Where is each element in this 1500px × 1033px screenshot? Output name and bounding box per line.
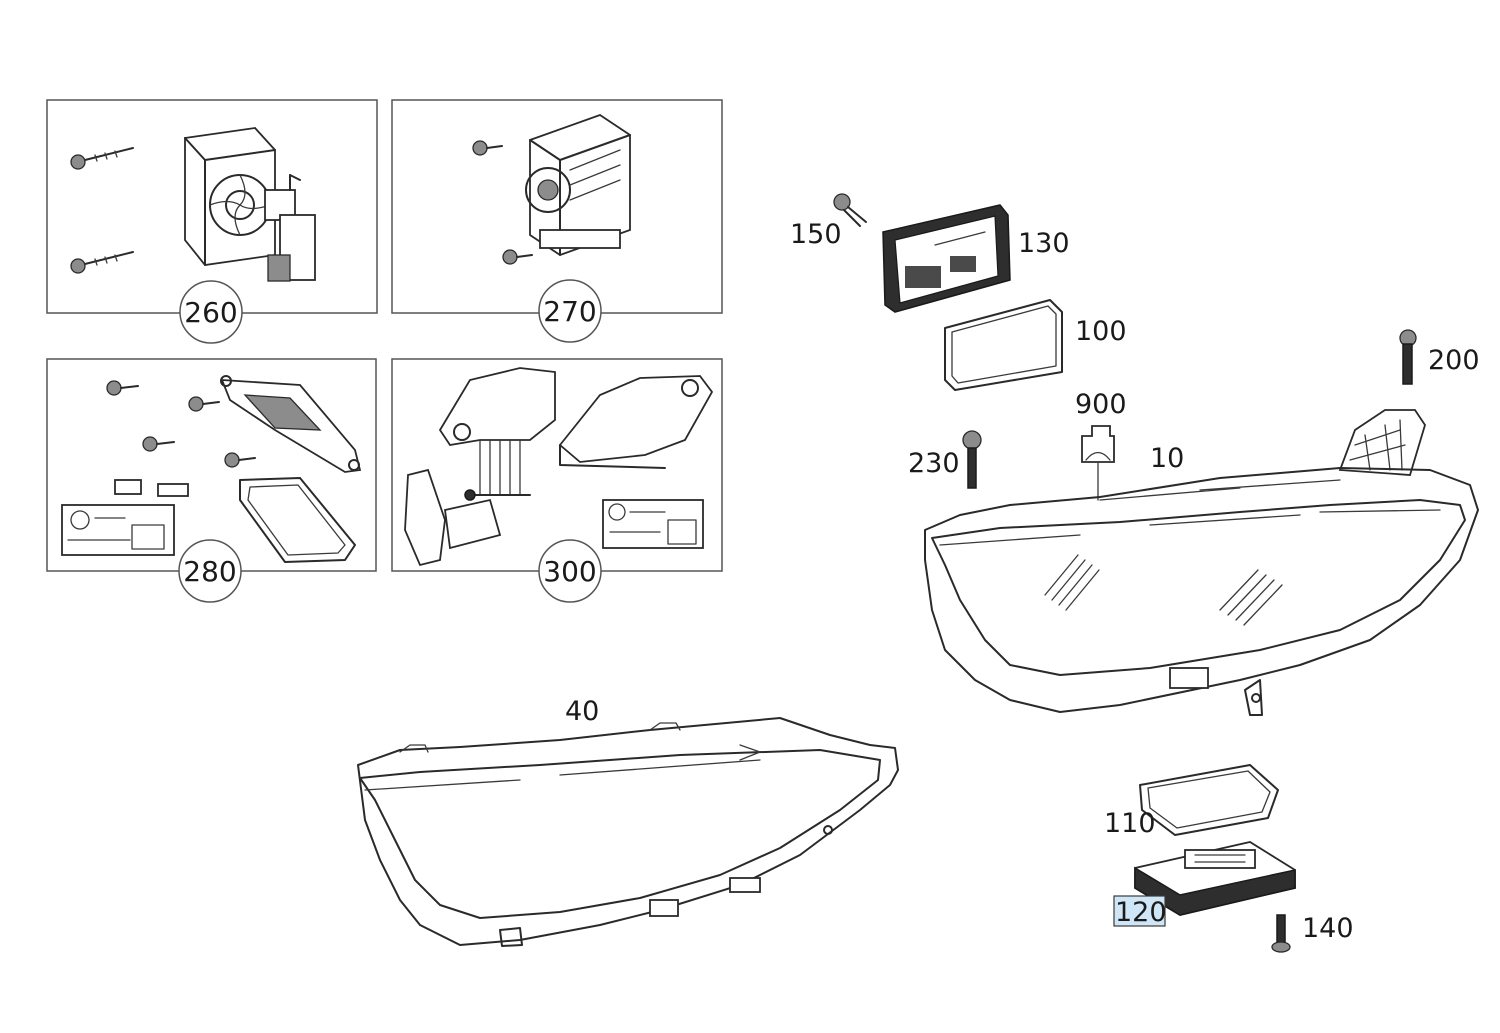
actuator-icon <box>525 114 631 256</box>
control-unit-130-icon <box>882 204 1011 313</box>
fan-icon <box>184 127 316 282</box>
label-150: 150 <box>790 219 842 250</box>
label-120: 120 <box>1115 897 1167 928</box>
inset-280: 280 <box>46 358 377 603</box>
inset-300: 300 <box>391 358 723 603</box>
label-100: 100 <box>1075 316 1127 347</box>
module-120-icon <box>1134 841 1296 916</box>
label-230: 230 <box>908 448 960 479</box>
label-900: 900 <box>1075 389 1127 420</box>
screw-150-icon <box>833 193 867 227</box>
screw-icon <box>70 147 134 170</box>
label-110: 110 <box>1104 808 1156 839</box>
label-sticker-icon <box>61 504 175 556</box>
label-200: 200 <box>1428 345 1480 376</box>
bolt-140-icon <box>1271 914 1291 953</box>
headlamp-10-icon <box>924 409 1479 716</box>
screw-icon <box>106 380 139 396</box>
screw-230-icon <box>962 430 982 489</box>
callout-280: 280 <box>183 555 236 588</box>
screw-icon <box>142 436 175 452</box>
screw-icon <box>70 251 134 274</box>
screw-icon <box>502 249 533 265</box>
screw-icon <box>188 396 220 412</box>
screw-icon <box>224 452 256 468</box>
bulb-900-icon <box>1081 425 1115 501</box>
label-40: 40 <box>565 696 599 727</box>
gasket-100-icon <box>944 299 1063 391</box>
callout-270: 270 <box>543 295 596 328</box>
bolt-200-icon <box>1399 329 1417 385</box>
bracket-icon <box>558 375 714 469</box>
callout-260: 260 <box>184 296 237 329</box>
bracket-icon <box>404 468 502 567</box>
label-10: 10 <box>1150 443 1184 474</box>
lens-40-icon <box>357 717 899 947</box>
bracket-icon <box>438 367 556 496</box>
label-120-highlight <box>1113 895 1166 927</box>
label-130: 130 <box>1018 228 1070 259</box>
screw-icon <box>472 140 503 156</box>
gasket-110-icon <box>1139 764 1279 836</box>
clip-icon <box>114 479 189 497</box>
inset-260: 260 <box>46 99 378 344</box>
label-sticker-icon <box>602 499 704 549</box>
inset-270: 270 <box>391 99 723 343</box>
cover-plate-icon <box>220 375 362 473</box>
callout-300: 300 <box>543 555 596 588</box>
gasket-icon <box>239 477 356 563</box>
label-140: 140 <box>1302 913 1354 944</box>
